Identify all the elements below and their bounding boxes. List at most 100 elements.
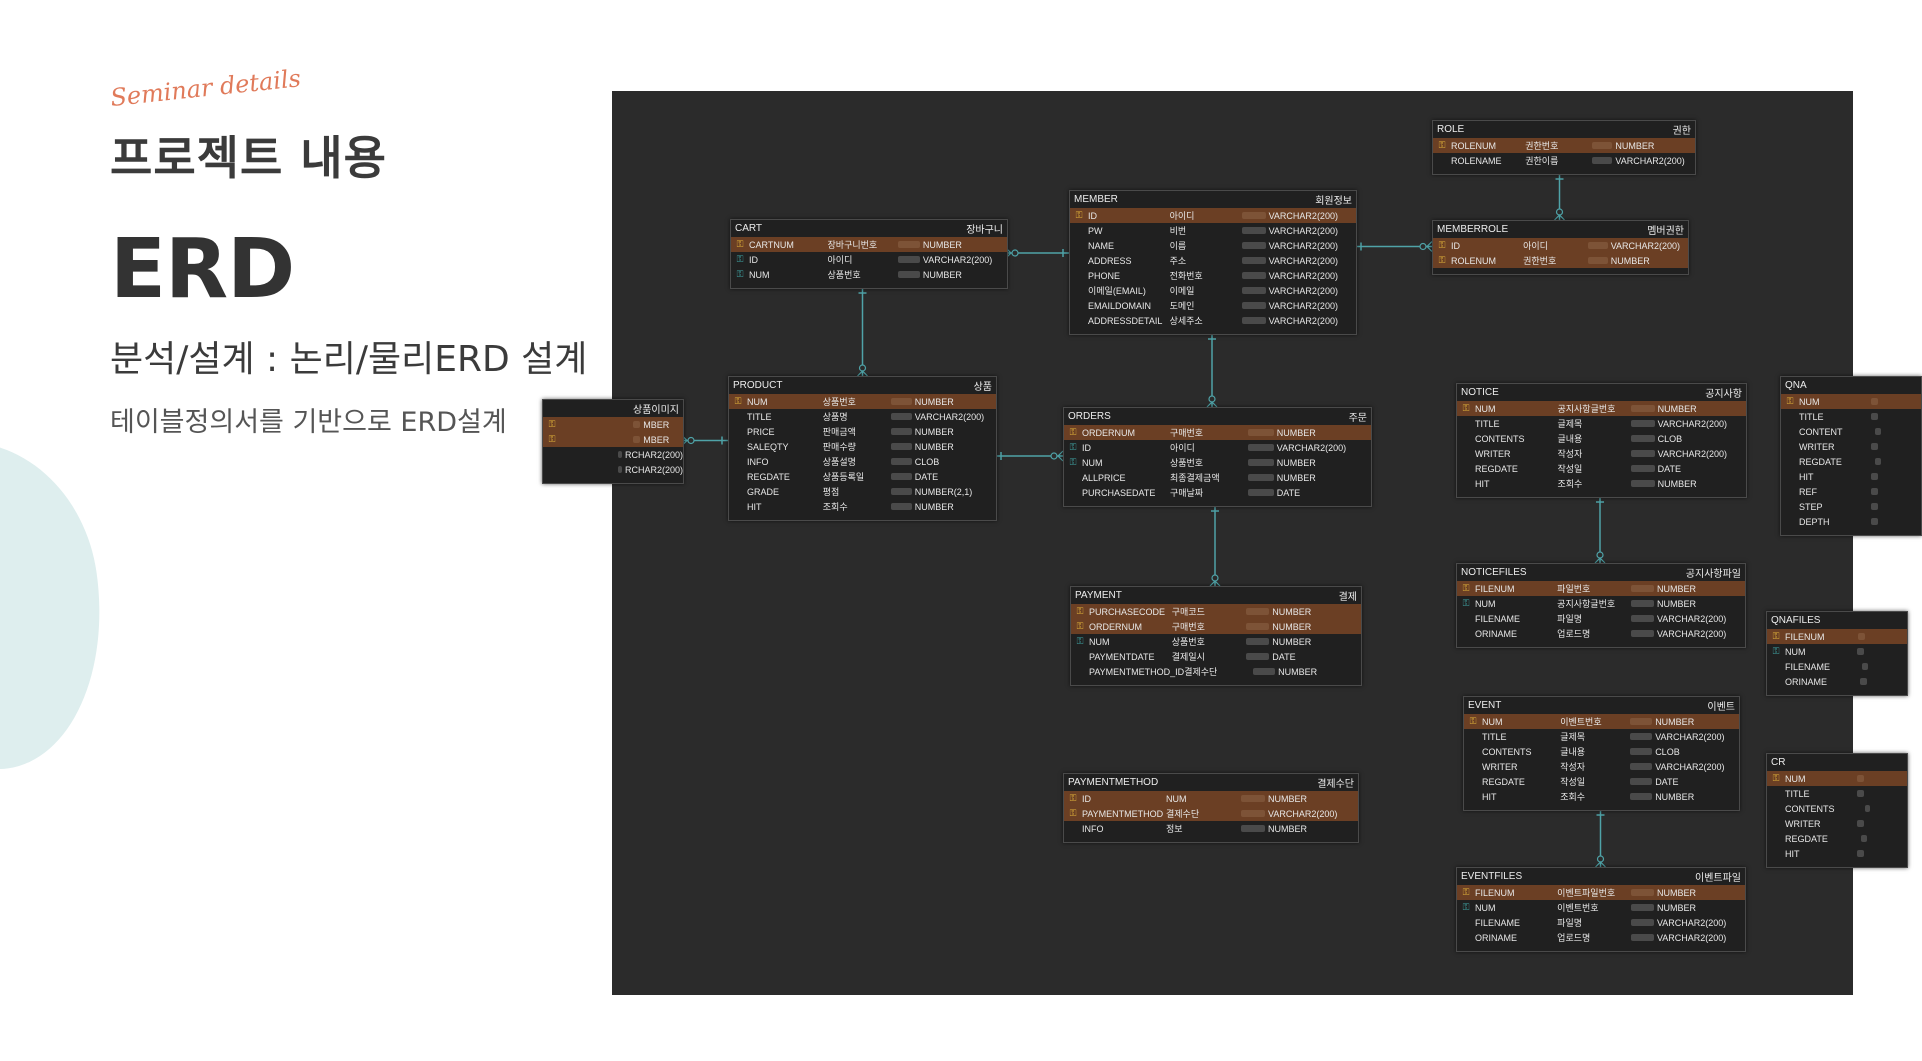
column-name: PW <box>1088 225 1103 236</box>
column-domain <box>1591 157 1613 164</box>
column-name: ROLENAME <box>1451 155 1502 166</box>
column-name: NUM <box>1475 902 1496 913</box>
table-name: PAYMENTMETHOD <box>1068 777 1159 788</box>
table-comment: 이벤트파일 <box>1695 873 1741 884</box>
table-row: DEPTH <box>1781 514 1921 529</box>
column-name: ID <box>1451 240 1460 251</box>
table-row: ORINAME <box>1767 674 1907 689</box>
column-domain <box>1856 775 1865 782</box>
column-name: PURCHASEDATE <box>1082 487 1156 498</box>
table-comment: 이벤트 <box>1707 702 1735 713</box>
column-name: 이메일(EMAIL) <box>1088 286 1146 296</box>
column-name: NUM <box>749 269 770 280</box>
column-type: NUMBER <box>1657 403 1697 414</box>
column-name: ADDRESSDETAIL <box>1088 315 1163 326</box>
table-name: MEMBERROLE <box>1437 224 1509 235</box>
column-logical-name: 권한이름 <box>1525 156 1559 166</box>
script-title: Seminar details <box>109 64 303 112</box>
column-name: ROLENUM <box>1451 140 1497 151</box>
column-name: DEPTH <box>1799 516 1830 527</box>
column-name: STEP <box>1799 501 1823 512</box>
column-domain <box>1241 810 1265 817</box>
column-domain <box>1630 585 1654 592</box>
table-comment: 상품이미지 <box>633 405 679 416</box>
column-logical-name: NUM <box>1166 793 1187 804</box>
column-name: ORINAME <box>1475 628 1518 639</box>
key-icon: ⚿ <box>1076 606 1084 616</box>
column-type: NUMBER <box>1657 478 1697 489</box>
column-domain <box>1241 825 1265 832</box>
column-logical-name: 장바구니번호 <box>827 240 878 250</box>
column-domain <box>1630 600 1654 607</box>
column-logical-name: 구매번호 <box>1169 428 1204 438</box>
column-domain <box>1248 489 1274 496</box>
column-name: NUM <box>1799 396 1820 407</box>
column-type: VARCHAR2(200) <box>1655 761 1725 772</box>
column-logical-name: 구매코드 <box>1171 607 1205 617</box>
key-icon: ⚿ <box>736 254 744 264</box>
column-domain <box>1630 904 1654 911</box>
column-name: WRITER <box>1475 448 1511 459</box>
column-name: FILENAME <box>1785 661 1831 672</box>
column-type: NUMBER <box>914 396 954 407</box>
column-name: PAYMENTMETHOD <box>1082 808 1164 819</box>
column-type: VARCHAR2(200) <box>1268 300 1338 311</box>
key-icon: ⚿ <box>1786 396 1794 406</box>
column-domain <box>1245 623 1270 630</box>
column-domain <box>1245 638 1270 645</box>
column-name: PAYMENTMETHOD_ID <box>1089 666 1185 677</box>
column-logical-name: 결제일시 <box>1171 652 1205 662</box>
column-type: NUMBER <box>922 239 962 250</box>
column-logical-name: 정보 <box>1166 824 1183 834</box>
column-type: RCHAR2(200) <box>624 449 683 460</box>
column-domain <box>632 421 641 428</box>
column-logical-name: 이벤트파일번호 <box>1557 888 1616 898</box>
key-icon: ⚿ <box>1462 598 1470 608</box>
column-logical-name: 구매번호 <box>1171 622 1205 632</box>
column-logical-name: 작성일 <box>1560 777 1586 787</box>
column-type: VARCHAR2(200) <box>1268 255 1338 266</box>
column-name: NUM <box>1785 773 1806 784</box>
column-type: NUMBER <box>1655 791 1695 802</box>
column-domain <box>1631 450 1655 457</box>
table-row: REF <box>1781 484 1921 499</box>
column-domain <box>1870 473 1879 480</box>
column-logical-name: 상품등록일 <box>822 472 865 482</box>
table-comment: 장바구니 <box>966 225 1003 236</box>
column-name: TITLE <box>1482 731 1507 742</box>
column-name: HIT <box>1482 791 1497 802</box>
